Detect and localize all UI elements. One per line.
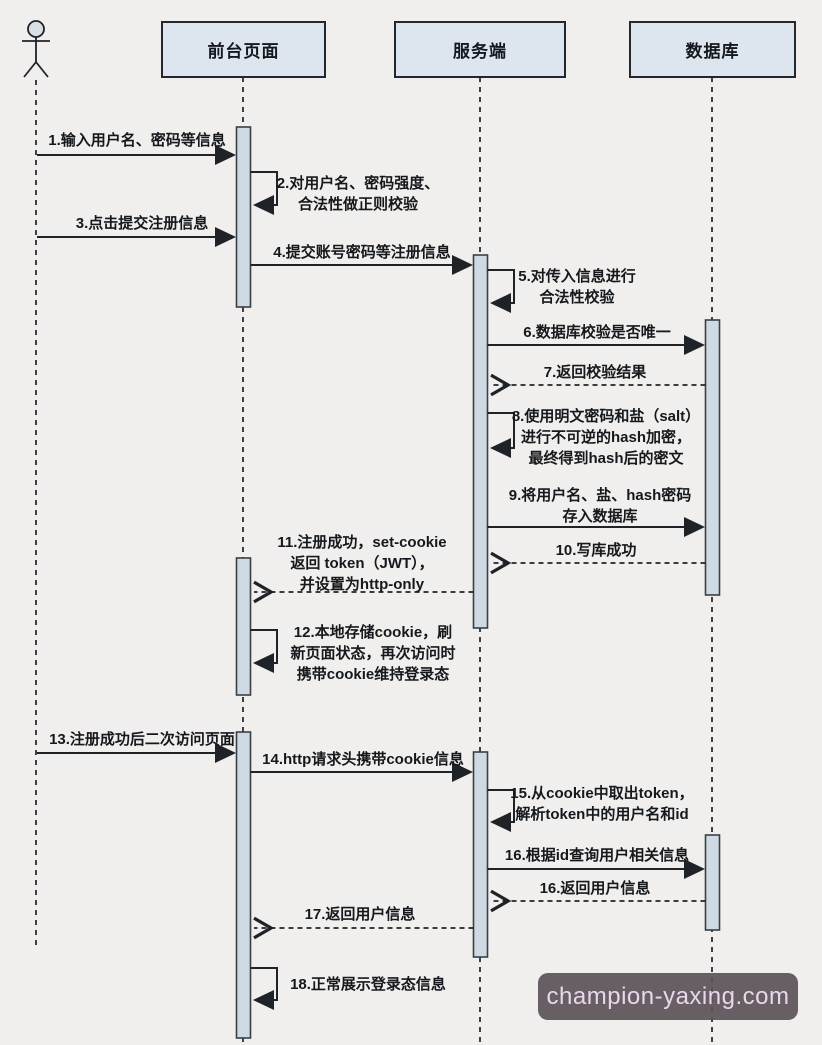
frontend-activation-2 [235, 557, 252, 696]
message-label-5: 5.对传入信息进行 合法性校验 [518, 268, 636, 306]
watermark-text: champion-yaxing.com [546, 982, 790, 1010]
participant-database: 数据库 [685, 42, 740, 61]
message-label-15: 15.从cookie中取出token， 解析token中的用户名和id [510, 785, 694, 823]
message-label-11: 11.注册成功，set-cookie 返回 token（JWT）， 并设置为ht… [277, 534, 447, 593]
message-label-3: 3.点击提交注册信息 [75, 215, 209, 232]
database-activation-1 [704, 319, 721, 596]
frontend-box [161, 21, 326, 78]
message-label-9: 9.将用户名、盐、hash密码 存入数据库 [508, 487, 692, 525]
message-label-17: 17.返回用户信息 [304, 906, 416, 923]
selfloop-msg8 [487, 412, 515, 458]
server-activation-1 [472, 254, 489, 629]
server-box [394, 21, 566, 78]
message-label-8: 8.使用明文密码和盐（salt） 进行不可逆的hash加密， 最终得到hash后… [511, 408, 701, 467]
message-label-14: 14.http请求头携带cookie信息 [262, 751, 464, 768]
frontend-activation-1 [235, 126, 252, 308]
database-box [629, 21, 796, 78]
message-label-13: 13.注册成功后二次访问页面 [49, 731, 235, 748]
message-label-16r: 16.返回用户信息 [539, 880, 651, 897]
selfloop-msg12 [250, 629, 278, 673]
watermark-badge: champion-yaxing.com [538, 973, 798, 1020]
selfloop-msg2 [250, 171, 278, 215]
selfloop-msg15 [487, 789, 515, 832]
message-label-1: 1.输入用户名、密码等信息 [48, 132, 226, 149]
server-activation-2 [472, 751, 489, 958]
message-label-10: 10.写库成功 [555, 542, 637, 559]
database-activation-2 [704, 834, 721, 931]
participant-server: 服务端 [453, 42, 507, 61]
message-label-18: 18.正常展示登录态信息 [290, 976, 446, 993]
message-label-12: 12.本地存储cookie，刷 新页面状态，再次访问时 携带cookie维持登录… [290, 624, 456, 683]
selfloop-msg18 [250, 967, 278, 1010]
message-label-6: 6.数据库校验是否唯一 [523, 324, 671, 341]
message-label-4: 4.提交账号密码等注册信息 [273, 244, 451, 261]
frontend-activation-3 [235, 731, 252, 1039]
message-label-16: 16.根据id查询用户相关信息 [504, 847, 690, 864]
message-label-7: 7.返回校验结果 [543, 364, 647, 381]
user-actor-icon [22, 20, 50, 78]
message-label-2: 2.对用户名、密码强度、 合法性做正则校验 [276, 175, 440, 213]
participant-frontend: 前台页面 [207, 42, 280, 61]
selfloop-msg5 [487, 269, 515, 313]
